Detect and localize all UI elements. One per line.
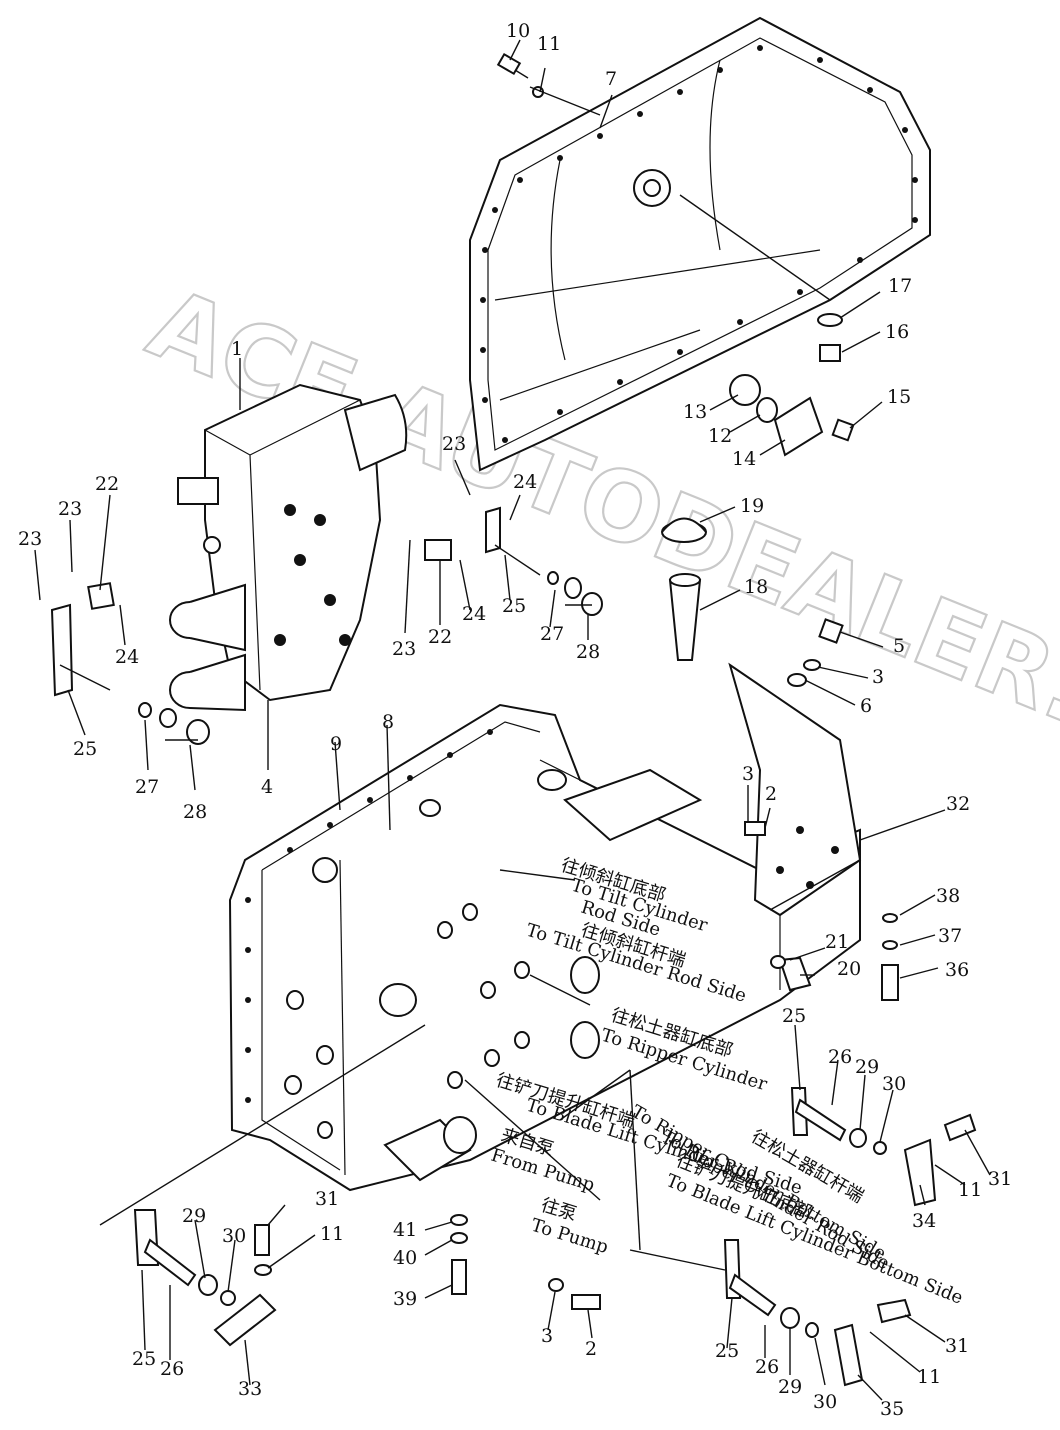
callout-30: 30 (882, 1073, 906, 1095)
mount-bracket (728, 618, 899, 1001)
callout-29: 29 (855, 1056, 879, 1078)
callout-23: 23 (442, 433, 466, 455)
callout-25: 25 (502, 595, 526, 617)
callout-6: 6 (860, 695, 872, 717)
control-valve (169, 383, 408, 712)
callout-12: 12 (708, 425, 732, 447)
callout-26: 26 (755, 1356, 779, 1378)
callout-31: 31 (945, 1335, 969, 1357)
tank-cover (469, 16, 931, 472)
callout-16: 16 (885, 321, 909, 343)
callout-28: 28 (576, 641, 600, 663)
callout-21: 21 (825, 931, 849, 953)
callout-11: 11 (917, 1366, 941, 1388)
callout-24: 24 (513, 471, 537, 493)
callout-11: 11 (958, 1179, 982, 1201)
callout-7: 7 (605, 68, 617, 90)
callout-4: 4 (261, 776, 273, 798)
callout-3: 3 (872, 666, 884, 688)
callout-29: 29 (778, 1376, 802, 1398)
callout-40: 40 (393, 1247, 417, 1269)
callout-27: 27 (135, 776, 159, 798)
hydraulic-tank (228, 703, 861, 1192)
callout-25: 25 (132, 1348, 156, 1370)
pipe-ports (437, 903, 600, 1089)
callout-25: 25 (715, 1340, 739, 1362)
callout-23: 23 (18, 528, 42, 550)
callout-37: 37 (938, 925, 962, 947)
callout-22: 22 (428, 626, 452, 648)
callout-14: 14 (732, 448, 756, 470)
callout-26: 26 (828, 1046, 852, 1068)
callout-24: 24 (462, 603, 486, 625)
callout-25: 25 (782, 1005, 806, 1027)
callout-13: 13 (683, 401, 707, 423)
callout-30: 30 (222, 1225, 246, 1247)
callout-41: 41 (393, 1219, 417, 1241)
bottom-linkages (133, 1087, 977, 1387)
callout-32: 32 (946, 793, 970, 815)
callout-31: 31 (315, 1188, 339, 1210)
leader-lines (34, 39, 991, 1401)
callout-15: 15 (887, 386, 911, 408)
callout-23: 23 (392, 638, 416, 660)
callout-2: 2 (765, 783, 777, 805)
callout-27: 27 (540, 623, 564, 645)
strainer (661, 517, 707, 661)
callout-8: 8 (382, 711, 394, 733)
callout-1: 1 (231, 338, 243, 360)
callout-34: 34 (912, 1210, 936, 1232)
callout-36: 36 (945, 959, 969, 981)
callout-31: 31 (988, 1168, 1012, 1190)
callout-3: 3 (541, 1325, 553, 1347)
left-brackets (50, 506, 603, 745)
callout-20: 20 (837, 958, 861, 980)
callout-11: 11 (320, 1223, 344, 1245)
callout-39: 39 (393, 1288, 417, 1310)
callout-23: 23 (58, 498, 82, 520)
callout-22: 22 (95, 473, 119, 495)
callout-25: 25 (73, 738, 97, 760)
callout-29: 29 (182, 1205, 206, 1227)
callout-30: 30 (813, 1391, 837, 1413)
callout-28: 28 (183, 801, 207, 823)
callout-19: 19 (740, 495, 764, 517)
callout-2: 2 (585, 1338, 597, 1360)
callout-10: 10 (506, 20, 530, 42)
callout-3: 3 (742, 763, 754, 785)
callout-17: 17 (888, 275, 912, 297)
callout-38: 38 (936, 885, 960, 907)
callout-24: 24 (115, 646, 139, 668)
callout-18: 18 (744, 576, 768, 598)
callout-numbers: 1 2 2 3 3 3 4 5 6 7 8 9 10 11 11 11 11 1… (18, 20, 1012, 1420)
callout-35: 35 (880, 1398, 904, 1420)
callout-33: 33 (238, 1378, 262, 1400)
callout-5: 5 (893, 635, 905, 657)
callout-9: 9 (330, 733, 342, 755)
callout-11: 11 (537, 33, 561, 55)
callout-26: 26 (160, 1358, 184, 1380)
